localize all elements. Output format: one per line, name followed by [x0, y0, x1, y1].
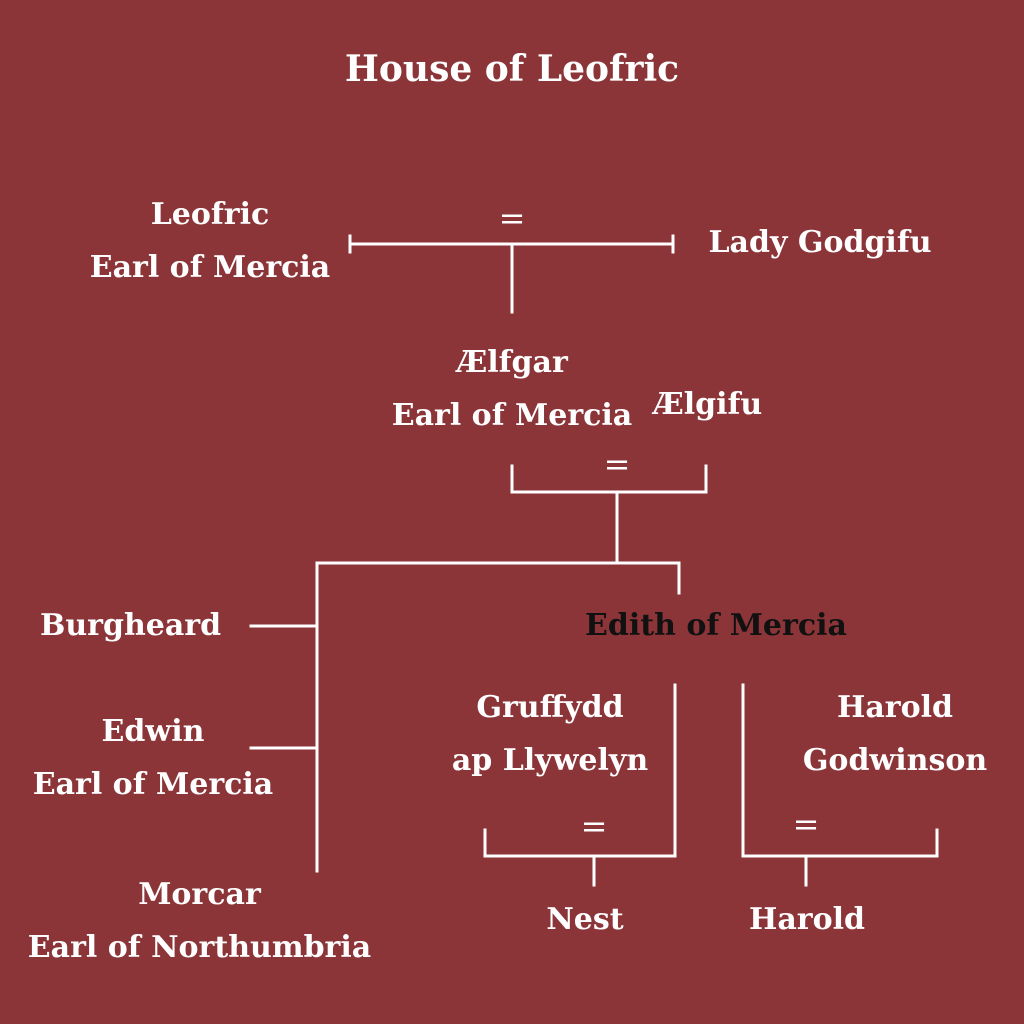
person-title: ap Llywelyn	[451, 743, 649, 778]
person-aelgifu: Ælgifu	[640, 378, 775, 431]
marriage-symbol: =	[603, 445, 631, 483]
person-name: Burgheard	[40, 608, 222, 643]
person-gruffydd: Gruffydd ap Llywelyn	[445, 681, 655, 787]
person-title: Earl of Mercia	[89, 250, 331, 285]
person-harold: Harold	[742, 893, 872, 946]
person-name: Lady Godgifu	[708, 225, 932, 260]
person-name: Gruffydd	[476, 690, 624, 725]
person-name: Ælgifu	[652, 387, 763, 422]
person-name: Edwin	[101, 714, 205, 749]
person-title: Earl of Mercia	[391, 398, 633, 433]
marriage-symbol: =	[580, 807, 608, 845]
person-name: Leofric	[150, 197, 270, 232]
person-godgifu: Lady Godgifu	[705, 216, 935, 269]
person-name: Nest	[546, 902, 624, 937]
person-name: Harold	[837, 690, 953, 725]
marriage-symbol: =	[792, 805, 820, 843]
person-edith: Edith of Mercia	[585, 599, 847, 652]
person-name: Morcar	[138, 877, 261, 912]
person-title: Godwinson	[802, 743, 988, 778]
person-title: Earl of Mercia	[32, 767, 274, 802]
person-name: Edith of Mercia	[585, 608, 847, 643]
diagram-title: House of Leofric	[344, 48, 680, 90]
person-title: Earl of Northumbria	[27, 930, 372, 965]
person-nest: Nest	[530, 893, 640, 946]
person-name: Ælfgar	[456, 345, 568, 380]
person-name: Harold	[749, 902, 865, 937]
person-harold-godwinson: Harold Godwinson	[790, 681, 1000, 787]
person-leofric: Leofric Earl of Mercia	[85, 188, 335, 294]
person-morcar: Morcar Earl of Northumbria	[22, 868, 377, 974]
person-edwin: Edwin Earl of Mercia	[28, 705, 278, 811]
marriage-symbol: =	[498, 199, 526, 237]
person-burgheard: Burgheard	[40, 599, 222, 652]
person-aelfgar: Ælfgar Earl of Mercia	[387, 336, 637, 442]
